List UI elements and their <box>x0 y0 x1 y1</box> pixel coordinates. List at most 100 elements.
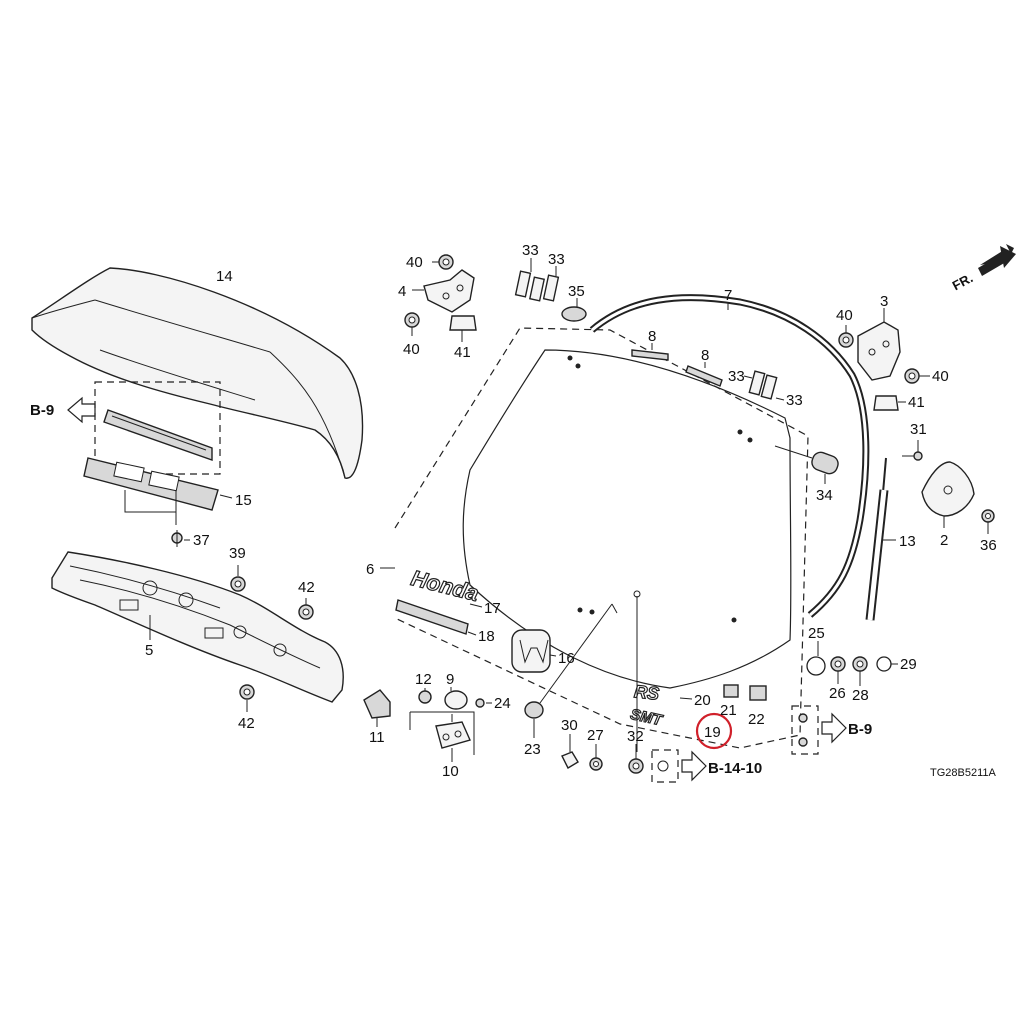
nut-42-lower[interactable] <box>239 684 255 700</box>
bolt-40-bottom-left[interactable] <box>404 312 420 328</box>
callout-25[interactable]: 25 <box>808 625 825 642</box>
nut-42-upper[interactable] <box>298 604 314 620</box>
screw-31[interactable] <box>902 451 923 461</box>
nut-32[interactable] <box>628 758 644 774</box>
emblem-h-logo[interactable] <box>511 629 551 673</box>
nut-23[interactable] <box>524 701 544 719</box>
nut-29[interactable] <box>876 656 892 672</box>
bumper-34[interactable] <box>810 450 841 476</box>
callout-15[interactable]: 15 <box>235 492 252 509</box>
callout-18[interactable]: 18 <box>478 628 495 645</box>
nut-26[interactable] <box>830 656 846 672</box>
callout-19[interactable]: 19 <box>704 724 721 741</box>
emblem-smt[interactable]: SMT <box>628 705 666 730</box>
screw-12[interactable] <box>418 690 432 704</box>
callout-33-a[interactable]: 33 <box>522 242 539 259</box>
ref-arrow-b14-10[interactable] <box>681 750 707 782</box>
badge-21[interactable] <box>723 684 739 698</box>
callout-33-c[interactable]: 33 <box>728 368 745 385</box>
gas-strut-13[interactable] <box>865 457 889 621</box>
callout-29[interactable]: 29 <box>900 656 917 673</box>
callout-28[interactable]: 28 <box>852 687 869 704</box>
latch-plate-10[interactable] <box>435 714 471 749</box>
callout-24[interactable]: 24 <box>494 695 511 712</box>
bolt-40-right-upper[interactable] <box>838 332 854 348</box>
nut-39[interactable] <box>230 576 246 592</box>
callout-35[interactable]: 35 <box>568 283 585 300</box>
ref-arrow-b9-right[interactable] <box>821 712 847 744</box>
callout-32[interactable]: 32 <box>627 728 644 745</box>
callout-14[interactable]: 14 <box>216 268 233 285</box>
callout-16[interactable]: 16 <box>558 650 575 667</box>
clip-35[interactable] <box>561 306 587 322</box>
weatherstrip-part[interactable] <box>589 294 870 618</box>
clips-33-top[interactable] <box>514 270 560 302</box>
nut-36[interactable] <box>981 509 995 523</box>
callout-36[interactable]: 36 <box>980 537 997 554</box>
callout-10[interactable]: 10 <box>442 763 459 780</box>
nut-28[interactable] <box>852 656 868 672</box>
seal-25[interactable] <box>806 656 826 676</box>
clip-part-11[interactable] <box>363 689 391 719</box>
screw-icon[interactable] <box>171 530 183 547</box>
callout-11[interactable]: 11 <box>369 729 385 746</box>
callout-7[interactable]: 7 <box>724 287 732 304</box>
callout-3[interactable]: 3 <box>880 293 888 310</box>
bolt-30[interactable] <box>561 751 579 769</box>
high-mount-lamp[interactable] <box>103 409 213 461</box>
callout-31[interactable]: 31 <box>910 421 927 438</box>
callout-42-lower[interactable]: 42 <box>238 715 255 732</box>
clip-24[interactable] <box>475 698 485 708</box>
spoiler-part[interactable] <box>31 267 364 479</box>
frame-part[interactable] <box>51 551 344 703</box>
callout-2[interactable]: 2 <box>940 532 948 549</box>
callout-12[interactable]: 12 <box>415 671 432 688</box>
callout-30[interactable]: 30 <box>561 717 578 734</box>
grommet-41-left[interactable] <box>449 315 477 331</box>
hinge-3[interactable] <box>857 321 901 381</box>
strip-8-right[interactable] <box>685 365 723 387</box>
callout-27[interactable]: 27 <box>587 727 604 744</box>
tailgate-glass[interactable] <box>462 349 792 689</box>
callout-23[interactable]: 23 <box>524 741 541 758</box>
callout-22[interactable]: 22 <box>748 711 765 728</box>
emblem-honda[interactable]: Honda <box>408 565 482 607</box>
callout-21[interactable]: 21 <box>720 702 737 719</box>
bolt-40-top-left[interactable] <box>438 254 454 270</box>
callout-33-d[interactable]: 33 <box>786 392 803 409</box>
grommet-9[interactable] <box>444 690 468 710</box>
callout-4[interactable]: 4 <box>398 283 406 300</box>
callout-8-left[interactable]: 8 <box>648 328 656 345</box>
callout-17[interactable]: 17 <box>484 600 501 617</box>
callout-40-top-left[interactable]: 40 <box>406 254 423 271</box>
callout-9[interactable]: 9 <box>446 671 454 688</box>
washer-27[interactable] <box>589 757 603 771</box>
callout-34[interactable]: 34 <box>816 487 833 504</box>
bolt-40-right-lower[interactable] <box>904 368 920 384</box>
bracket-2[interactable] <box>921 461 975 517</box>
callout-40-right-upper[interactable]: 40 <box>836 307 853 324</box>
callout-26[interactable]: 26 <box>829 685 846 702</box>
callout-33-b[interactable]: 33 <box>548 251 565 268</box>
callout-37[interactable]: 37 <box>193 532 210 549</box>
callout-40-right-lower[interactable]: 40 <box>932 368 949 385</box>
strip-8-left[interactable] <box>631 349 669 361</box>
callout-42-upper[interactable]: 42 <box>298 579 315 596</box>
callout-8-right[interactable]: 8 <box>701 347 709 364</box>
callout-41-left[interactable]: 41 <box>454 344 471 361</box>
callout-39[interactable]: 39 <box>229 545 246 562</box>
emblem-rs[interactable]: RS <box>633 681 661 705</box>
callout-20[interactable]: 20 <box>694 692 711 709</box>
emblem-bar-18[interactable] <box>395 599 469 635</box>
grommet-41-right[interactable] <box>873 395 899 411</box>
badge-22[interactable] <box>749 685 767 701</box>
callout-6[interactable]: 6 <box>366 561 374 578</box>
callout-40-bottom-left[interactable]: 40 <box>403 341 420 358</box>
ref-arrow-b9-left[interactable] <box>67 396 96 424</box>
clips-33-right[interactable] <box>748 370 778 400</box>
callout-13[interactable]: 13 <box>899 533 916 550</box>
hinge-4[interactable] <box>423 269 475 313</box>
gasket-part[interactable] <box>83 457 219 511</box>
callout-41-right[interactable]: 41 <box>908 394 925 411</box>
callout-5[interactable]: 5 <box>145 642 153 659</box>
